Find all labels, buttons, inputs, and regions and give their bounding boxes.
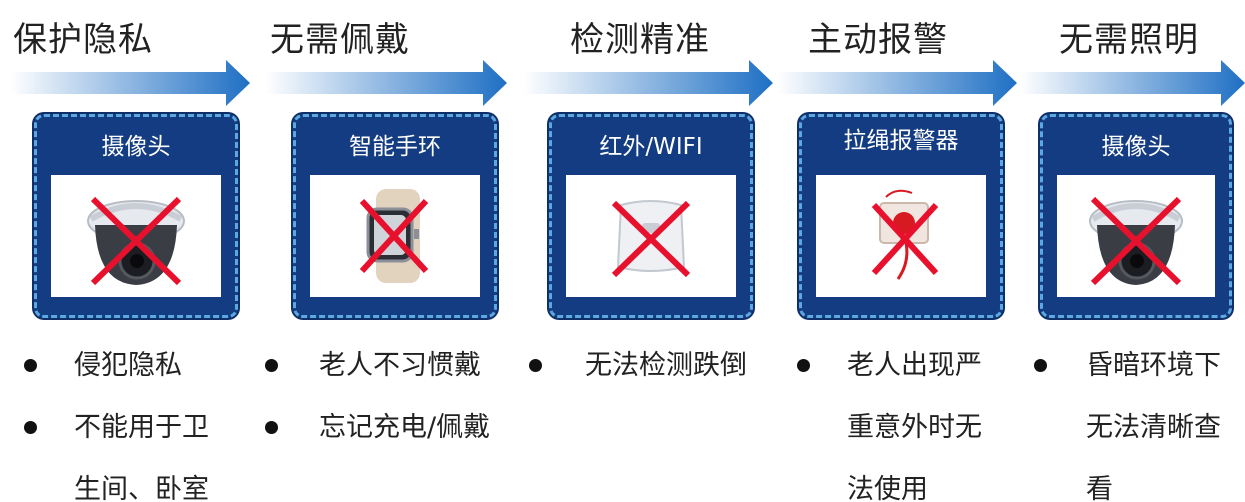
bullet-text: 法使用 (847, 474, 928, 502)
bullet-text: 看 (1086, 474, 1113, 502)
card-image (816, 175, 986, 297)
column-heading: 保护隐私 (13, 20, 153, 60)
bullet-dot-icon (265, 421, 278, 434)
device-card-camera: 摄像头 (34, 114, 238, 318)
bullet-item: 侵犯隐私 (0, 340, 250, 402)
device-card-wristband: 智能手环 (293, 114, 497, 318)
column-privacy: 保护隐私 摄像头 侵犯隐私 不能用于卫 (0, 0, 250, 502)
bullet-text: 老人不习惯戴 (319, 350, 481, 381)
device-card-infrared-wifi: 红外/WIFI (549, 114, 753, 318)
column-heading: 无需佩戴 (270, 20, 410, 60)
bullet-item-continued: 重意外时无 (773, 402, 1018, 464)
bullet-text: 无法检测跌倒 (585, 350, 747, 381)
bullet-list: 昏暗环境下 无法清晰查 看 (1018, 340, 1245, 502)
bullet-list: 老人不习惯戴 忘记充电/佩戴 (255, 340, 513, 464)
card-title: 拉绳报警器 (843, 128, 959, 154)
column-accuracy: 检测精准 红外/WIFI 无法检测跌倒 (515, 0, 773, 502)
bullet-item: 昏暗环境下 (1018, 340, 1245, 402)
bullet-dot-icon (1034, 359, 1047, 372)
card-title: 智能手环 (349, 134, 441, 160)
bullet-list: 老人出现严 重意外时无 法使用 (773, 340, 1018, 502)
column-heading: 无需照明 (1059, 20, 1199, 60)
bullet-item: 忘记充电/佩戴 (255, 402, 513, 464)
card-image (310, 175, 480, 297)
bullet-dot-icon (797, 359, 810, 372)
card-title: 摄像头 (101, 134, 171, 160)
bullet-item: 无法检测跌倒 (515, 340, 773, 402)
device-card-camera: 摄像头 (1040, 114, 1232, 318)
bullet-text: 生间、卧室 (74, 474, 209, 502)
bullet-text: 侵犯隐私 (74, 350, 182, 381)
bullet-text: 重意外时无 (847, 412, 982, 443)
bullet-dot-icon (24, 421, 37, 434)
card-image (566, 175, 736, 297)
bullet-dot-icon (529, 359, 542, 372)
flow-arrow-icon (1020, 60, 1245, 106)
infrared-sensor-icon (611, 200, 691, 278)
smartwatch-icon (359, 189, 429, 283)
card-image (1057, 175, 1215, 297)
bullet-item-continued: 看 (1018, 464, 1245, 502)
bullet-item-continued: 法使用 (773, 464, 1018, 502)
flow-arrow-icon (10, 60, 250, 106)
bullet-text: 无法清晰查 (1086, 412, 1221, 443)
bullet-text: 忘记充电/佩戴 (319, 412, 491, 443)
bullet-item: 老人出现严 (773, 340, 1018, 402)
column-heading: 检测精准 (570, 20, 710, 60)
column-active-alarm: 主动报警 拉绳报警器 老人出现严 重意外时无 法使用 (773, 0, 1018, 502)
flow-arrow-icon (523, 60, 773, 106)
bullet-dot-icon (24, 359, 37, 372)
dome-camera-icon (87, 196, 185, 286)
bullet-text: 昏暗环境下 (1086, 350, 1221, 381)
card-image (51, 175, 221, 297)
pull-cord-alarm-icon (871, 189, 939, 280)
bullet-item: 不能用于卫 (0, 402, 250, 464)
bullet-item-continued: 生间、卧室 (0, 464, 250, 502)
card-title: 红外/WIFI (599, 134, 703, 160)
device-card-pull-cord: 拉绳报警器 (799, 114, 1003, 318)
bullet-text: 不能用于卫 (74, 412, 209, 443)
bullet-list: 无法检测跌倒 (515, 340, 773, 402)
column-no-lighting: 无需照明 摄像头 昏暗环境下 无法清晰查 (1018, 0, 1245, 502)
bullet-list: 侵犯隐私 不能用于卫 生间、卧室 (0, 340, 250, 502)
bullet-item-continued: 无法清晰查 (1018, 402, 1245, 464)
column-heading: 主动报警 (808, 20, 948, 60)
column-no-wearable: 无需佩戴 智能手环 老人不习惯戴 忘记充电/佩戴 (255, 0, 513, 502)
dome-camera-icon (1089, 196, 1183, 286)
bullet-item: 老人不习惯戴 (255, 340, 513, 402)
card-title: 摄像头 (1101, 134, 1171, 160)
bullet-text: 老人出现严 (847, 350, 982, 381)
bullet-dot-icon (265, 359, 278, 372)
flow-arrow-icon (777, 60, 1017, 106)
flow-arrow-icon (265, 60, 507, 106)
